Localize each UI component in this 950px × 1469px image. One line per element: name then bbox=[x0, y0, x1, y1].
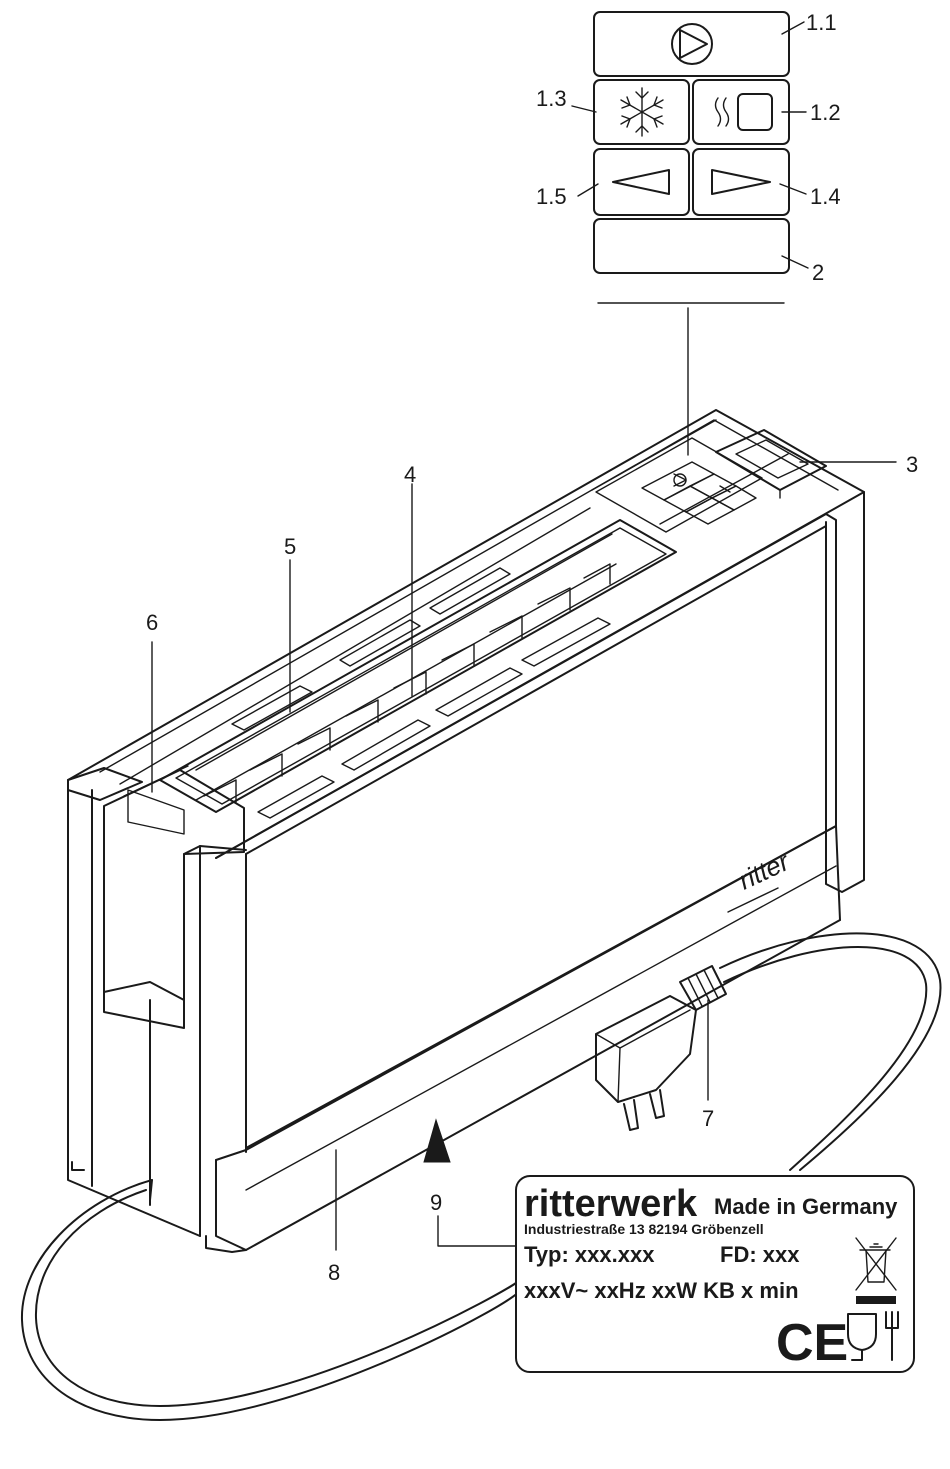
increase-button-1-4[interactable] bbox=[693, 149, 789, 215]
plate-typ: Typ: xxx.xxx bbox=[524, 1242, 655, 1267]
ce-mark: CE bbox=[776, 1314, 848, 1372]
label-7: 7 bbox=[702, 1106, 714, 1131]
rating-plate: ritterwerk Made in Germany Industriestra… bbox=[516, 1176, 914, 1372]
vent-slots bbox=[232, 568, 610, 818]
toaster-body bbox=[68, 410, 864, 1252]
control-panel-detail bbox=[572, 12, 808, 455]
label-1-3: 1.3 bbox=[536, 86, 567, 111]
label-1-5: 1.5 bbox=[536, 184, 567, 209]
plate-made-in: Made in Germany bbox=[714, 1194, 898, 1219]
label-5: 5 bbox=[284, 534, 296, 559]
start-button-1-1[interactable] bbox=[594, 12, 789, 76]
label-4: 4 bbox=[404, 462, 416, 487]
label-1-1: 1.1 bbox=[806, 10, 837, 35]
label-1-4: 1.4 bbox=[810, 184, 841, 209]
bread-slot-4 bbox=[160, 520, 676, 812]
device-control-panel bbox=[596, 438, 762, 532]
reheat-button-1-2[interactable] bbox=[693, 80, 789, 144]
plate-fd: FD: xxx bbox=[720, 1242, 800, 1267]
label-6: 6 bbox=[146, 610, 158, 635]
display-2 bbox=[594, 219, 789, 273]
label-8: 8 bbox=[328, 1260, 340, 1285]
plate-address: Industriestraße 13 82194 Gröbenzell bbox=[524, 1221, 764, 1237]
plate-ratings: xxxV~ xxHz xxW KB x min bbox=[524, 1278, 799, 1303]
label-2: 2 bbox=[812, 260, 824, 285]
crumb-tray-arrow-9 bbox=[424, 1120, 450, 1162]
label-9: 9 bbox=[430, 1190, 442, 1215]
label-1-2: 1.2 bbox=[810, 100, 841, 125]
plate-brand: ritterwerk bbox=[524, 1183, 698, 1225]
label-3: 3 bbox=[906, 452, 918, 477]
decrease-button-1-5[interactable] bbox=[594, 149, 689, 215]
